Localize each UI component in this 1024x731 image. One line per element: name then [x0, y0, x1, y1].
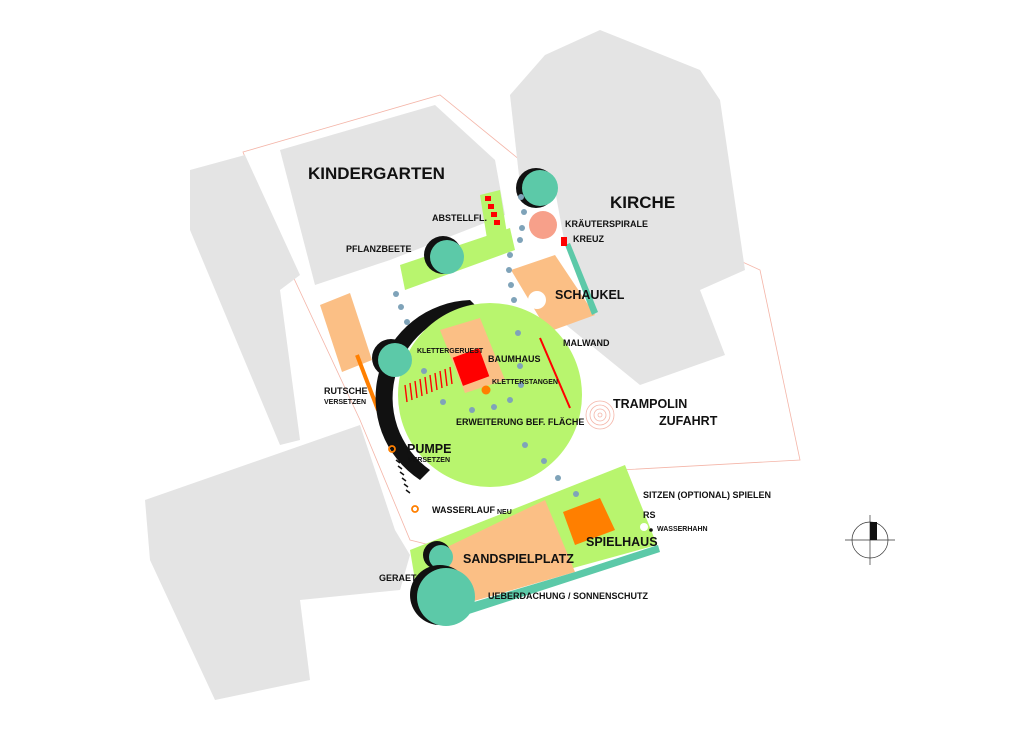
- kraeuterspirale: [529, 211, 557, 239]
- wasserhahn-marker: [649, 528, 653, 532]
- schaukel-area: [511, 255, 595, 332]
- label-sandspielplatz: SANDSPIELPLATZ: [463, 552, 574, 566]
- label-pumpe: PUMPE: [407, 442, 451, 456]
- pumpe-marker: [388, 445, 396, 453]
- label-rutsche: RUTSCHE: [324, 386, 368, 396]
- water-flow-arrows: [395, 459, 411, 494]
- label-trampolin: TRAMPOLIN: [613, 397, 687, 411]
- lawn-circle: [398, 303, 582, 487]
- label-rs: RS: [643, 510, 656, 520]
- tree: [423, 541, 453, 569]
- malwand: [539, 337, 571, 409]
- label-rutsche-sub: VERSETZEN: [324, 399, 366, 406]
- trampolin: [585, 400, 615, 430]
- label-malwand: MALWAND: [563, 338, 610, 348]
- label-kraeuterspirale: KRÄUTERSPIRALE: [565, 219, 648, 229]
- tree: [516, 168, 558, 208]
- kreuz-marker: [561, 237, 567, 246]
- bike-stand: [491, 212, 497, 217]
- tree: [372, 339, 412, 377]
- label-schaukel: SCHAUKEL: [555, 288, 625, 302]
- baumhaus: [452, 348, 490, 386]
- label-zufahrt: ZUFAHRT: [659, 414, 718, 428]
- abstellfl-bed: [480, 190, 508, 245]
- schaukel-sandpit: [528, 291, 546, 309]
- label-abstellfl: ABSTELLFL.: [432, 213, 487, 223]
- label-wasserhahn: WASSERHAHN: [657, 526, 708, 533]
- tree: [410, 565, 475, 626]
- wasserlauf-marker: [411, 505, 419, 513]
- sandspielplatz-area: [445, 500, 575, 605]
- climbing-ramp: [404, 366, 453, 403]
- bike-stand: [488, 204, 494, 209]
- label-baumhaus: BAUMHAUS: [488, 354, 541, 364]
- label-kreuz: KREUZ: [573, 234, 605, 244]
- label-spielhaus: SPIELHAUS: [586, 535, 658, 549]
- building-bottom-left: [145, 425, 410, 700]
- label-klettergeruest: KLETTERGERUEST: [417, 348, 484, 355]
- label-wasserlauf: WASSERLAUF: [432, 505, 496, 515]
- tree: [424, 236, 464, 274]
- kletterstangen: [481, 385, 491, 395]
- label-kletterstangen: KLETTERSTANGEN: [492, 379, 558, 386]
- building-kindergarten: [280, 105, 505, 285]
- path-dots: [393, 194, 579, 497]
- building-left: [190, 155, 300, 445]
- ueberdachung-strip: [430, 545, 660, 625]
- rutsche-slide: [355, 354, 380, 411]
- building-kirche: [510, 30, 745, 385]
- label-geraet: GERAET: [379, 573, 417, 583]
- rutsche-area: [320, 293, 372, 372]
- north-arrow-icon: [845, 515, 895, 565]
- label-kirche: KIRCHE: [610, 193, 675, 212]
- rs-marker: [640, 523, 648, 531]
- label-pumpe-sub: VERSETZEN: [408, 457, 450, 464]
- spielhaus: [563, 498, 615, 545]
- label-sitzen: SITZEN (OPTIONAL) SPIELEN: [643, 490, 771, 500]
- kirche-hedge: [565, 243, 598, 315]
- label-ueberdachung: UEBERDACHUNG / SONNENSCHUTZ: [488, 591, 649, 601]
- label-erweiterung: ERWEITERUNG BEF. FLÄCHE: [456, 417, 584, 427]
- bike-stand: [485, 196, 491, 201]
- label-kindergarten: KINDERGARTEN: [308, 164, 445, 183]
- bike-stand: [494, 220, 500, 225]
- label-pflanzbeete: PFLANZBEETE: [346, 244, 412, 254]
- label-wasserlauf-sub: NEU: [497, 509, 512, 516]
